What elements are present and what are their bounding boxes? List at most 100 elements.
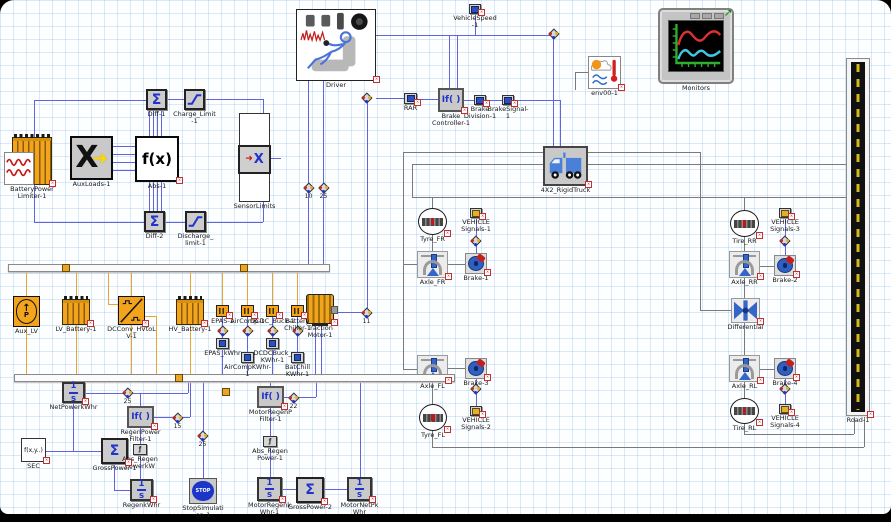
block-tyre-fr[interactable]: Tyre_FR× bbox=[418, 208, 451, 243]
block-gauge-stop-25[interactable]: 25 bbox=[197, 430, 208, 448]
block-brake-division-1[interactable]: Brake Division-1× bbox=[464, 95, 496, 120]
block-gauge-brake-2[interactable] bbox=[779, 235, 790, 246]
mult-icon: X➜ bbox=[70, 136, 113, 180]
block-bus-connector-4[interactable] bbox=[222, 388, 230, 396]
wire bbox=[744, 237, 745, 252]
block-dcdc-buck-1[interactable]: DCDC_Buck-1× bbox=[250, 305, 295, 325]
block-brake-4[interactable]: Brake-4× bbox=[772, 357, 800, 387]
block-bus-connector-1[interactable] bbox=[62, 264, 70, 272]
block-aircomp-1[interactable]: AirComp-1× bbox=[230, 305, 265, 325]
block-abs-1[interactable]: f(x)Abs-1× bbox=[135, 136, 183, 190]
block-vehicle-signals-4[interactable]: VEHICLE Signals-4× bbox=[770, 404, 800, 429]
block-gauge-batchill[interactable] bbox=[292, 325, 303, 336]
block-brake-3[interactable]: Brake-3× bbox=[463, 357, 491, 387]
block-bus-connector-2[interactable] bbox=[240, 264, 248, 272]
block-discharge-limit-1[interactable]: Discharge_ limit-1 bbox=[178, 211, 213, 247]
block-bus-bar-bottom[interactable] bbox=[14, 374, 455, 382]
label-vehicle-signals-2: VEHICLE Signals-2 bbox=[461, 416, 491, 432]
block-gauge-motor[interactable]: 11 bbox=[361, 307, 372, 325]
block-hv-battery-1[interactable]: HV_Battery-1× bbox=[168, 296, 212, 333]
error-badge: × bbox=[445, 377, 452, 384]
block-batchill-kwhr-1[interactable]: BatChill KWhr-1 bbox=[285, 352, 310, 378]
wire bbox=[412, 164, 413, 197]
block-rigidtruck[interactable]: 4X2_RigidTruck× bbox=[541, 146, 592, 194]
block-gauge-10[interactable]: 10 bbox=[303, 182, 314, 200]
wire bbox=[190, 382, 191, 417]
block-gauge-25[interactable]: 25 bbox=[318, 182, 329, 200]
block-battery-chiller-1[interactable]: Battery Chiller-1× bbox=[284, 305, 311, 332]
gauge-icon bbox=[172, 412, 183, 423]
resize-arrow-icon: ➚ bbox=[723, 6, 733, 19]
block-aircomp-kwhr-1[interactable]: AirCompKWhr- 1 bbox=[224, 352, 271, 378]
block-tire-rl[interactable]: Tire_RL× bbox=[730, 398, 763, 432]
error-badge: × bbox=[788, 409, 795, 416]
block-regenpower-filter-1[interactable]: If( )RegenPower Filter-1× bbox=[120, 406, 161, 443]
block-gauge-brake-1[interactable] bbox=[470, 235, 481, 246]
label-gauge-10: 10 bbox=[304, 193, 313, 200]
block-bus-connector-3[interactable] bbox=[175, 374, 183, 382]
block-dcconv-hvtolv-1[interactable]: DCConv_HVtoL V-1× bbox=[107, 296, 156, 340]
block-sec[interactable]: f(x,y..)SEC× bbox=[21, 438, 50, 470]
block-gauge-dcdcbuck[interactable] bbox=[267, 325, 278, 336]
block-vehicle-signals-1[interactable]: VEHICLE Signals-1× bbox=[461, 208, 491, 233]
label-gauge-motorregen: 22 bbox=[289, 403, 298, 410]
block-epas-1[interactable]: EPAS-1× bbox=[211, 305, 234, 325]
block-gauge-brake-4[interactable] bbox=[779, 383, 790, 394]
block-road-1[interactable]: Road-1× bbox=[846, 58, 874, 424]
block-monitors[interactable]: ➚ Monitors bbox=[658, 6, 734, 92]
block-differential[interactable]: Differential× bbox=[727, 298, 764, 331]
block-gauge-epas[interactable] bbox=[217, 325, 228, 336]
block-vehiclespeed-1[interactable]: VehicleSpeed -1× bbox=[453, 4, 497, 29]
block-auxloads-1[interactable]: X➜AuxLoads-1 bbox=[70, 136, 113, 188]
block-brake-controller-1[interactable]: If( )Brake Controller-1× bbox=[432, 88, 470, 127]
block-env00-1[interactable]: env00-1× bbox=[588, 56, 625, 97]
label-monitors: Monitors bbox=[681, 84, 711, 92]
block-bus-bar-top[interactable] bbox=[8, 264, 330, 272]
block-dcdcbuck-kwhr-1[interactable]: DCDCBuck_ KWhr-1 bbox=[253, 338, 292, 364]
load-icon bbox=[216, 305, 229, 317]
block-gauge-driver-out[interactable] bbox=[361, 92, 372, 103]
block-axle-rl[interactable]: Axle_RL× bbox=[729, 355, 764, 390]
block-batterypower-limiter-wave[interactable] bbox=[4, 152, 34, 185]
block-charge-limit-1[interactable]: Charge_Limit -1 bbox=[173, 89, 216, 125]
block-tire-rr[interactable]: Tire_RR× bbox=[730, 210, 763, 245]
block-traction-motor-1[interactable]: Traction Motor-1× bbox=[306, 294, 338, 339]
error-badge: × bbox=[478, 9, 485, 16]
block-axle-fr[interactable]: Axle_FR× bbox=[417, 251, 452, 286]
block-brakesignal-1[interactable]: BrakeSignal- 1× bbox=[488, 95, 528, 120]
block-motorregenp-filter-1[interactable]: If( )MotorRegenP Filter-1× bbox=[249, 386, 292, 423]
block-vehicle-signals-2[interactable]: VEHICLE Signals-2× bbox=[461, 406, 491, 431]
block-gauge-brake-3[interactable] bbox=[470, 383, 481, 394]
error-badge: × bbox=[150, 496, 157, 503]
block-lv-battery-1[interactable]: LV_Battery-1× bbox=[55, 296, 97, 333]
block-gauge-aircomp[interactable] bbox=[242, 325, 253, 336]
block-tyre-fl[interactable]: Tyre_FL× bbox=[419, 404, 451, 439]
block-gauge-motorregen[interactable]: 22 bbox=[288, 392, 299, 410]
block-brake-1[interactable]: Brake-1× bbox=[463, 252, 491, 282]
block-gauge-netpower[interactable]: 25 bbox=[122, 387, 133, 405]
block-axle-rr[interactable]: Axle_RR× bbox=[729, 251, 764, 286]
block-rar[interactable]: RAR× bbox=[404, 93, 421, 112]
block-vehicle-signals-3[interactable]: VEHICLE Signals-3× bbox=[770, 208, 800, 233]
block-gauge-regen-15[interactable]: 15 bbox=[172, 412, 183, 430]
block-gauge-vehiclespeed[interactable] bbox=[548, 28, 559, 39]
block-brake-2[interactable]: Brake-2× bbox=[772, 254, 800, 284]
block-driver[interactable]: Driver× bbox=[296, 9, 380, 89]
wire bbox=[432, 431, 433, 447]
block-epas-kwhr[interactable]: EPAS_kWhr bbox=[204, 338, 241, 357]
wire bbox=[165, 222, 186, 223]
